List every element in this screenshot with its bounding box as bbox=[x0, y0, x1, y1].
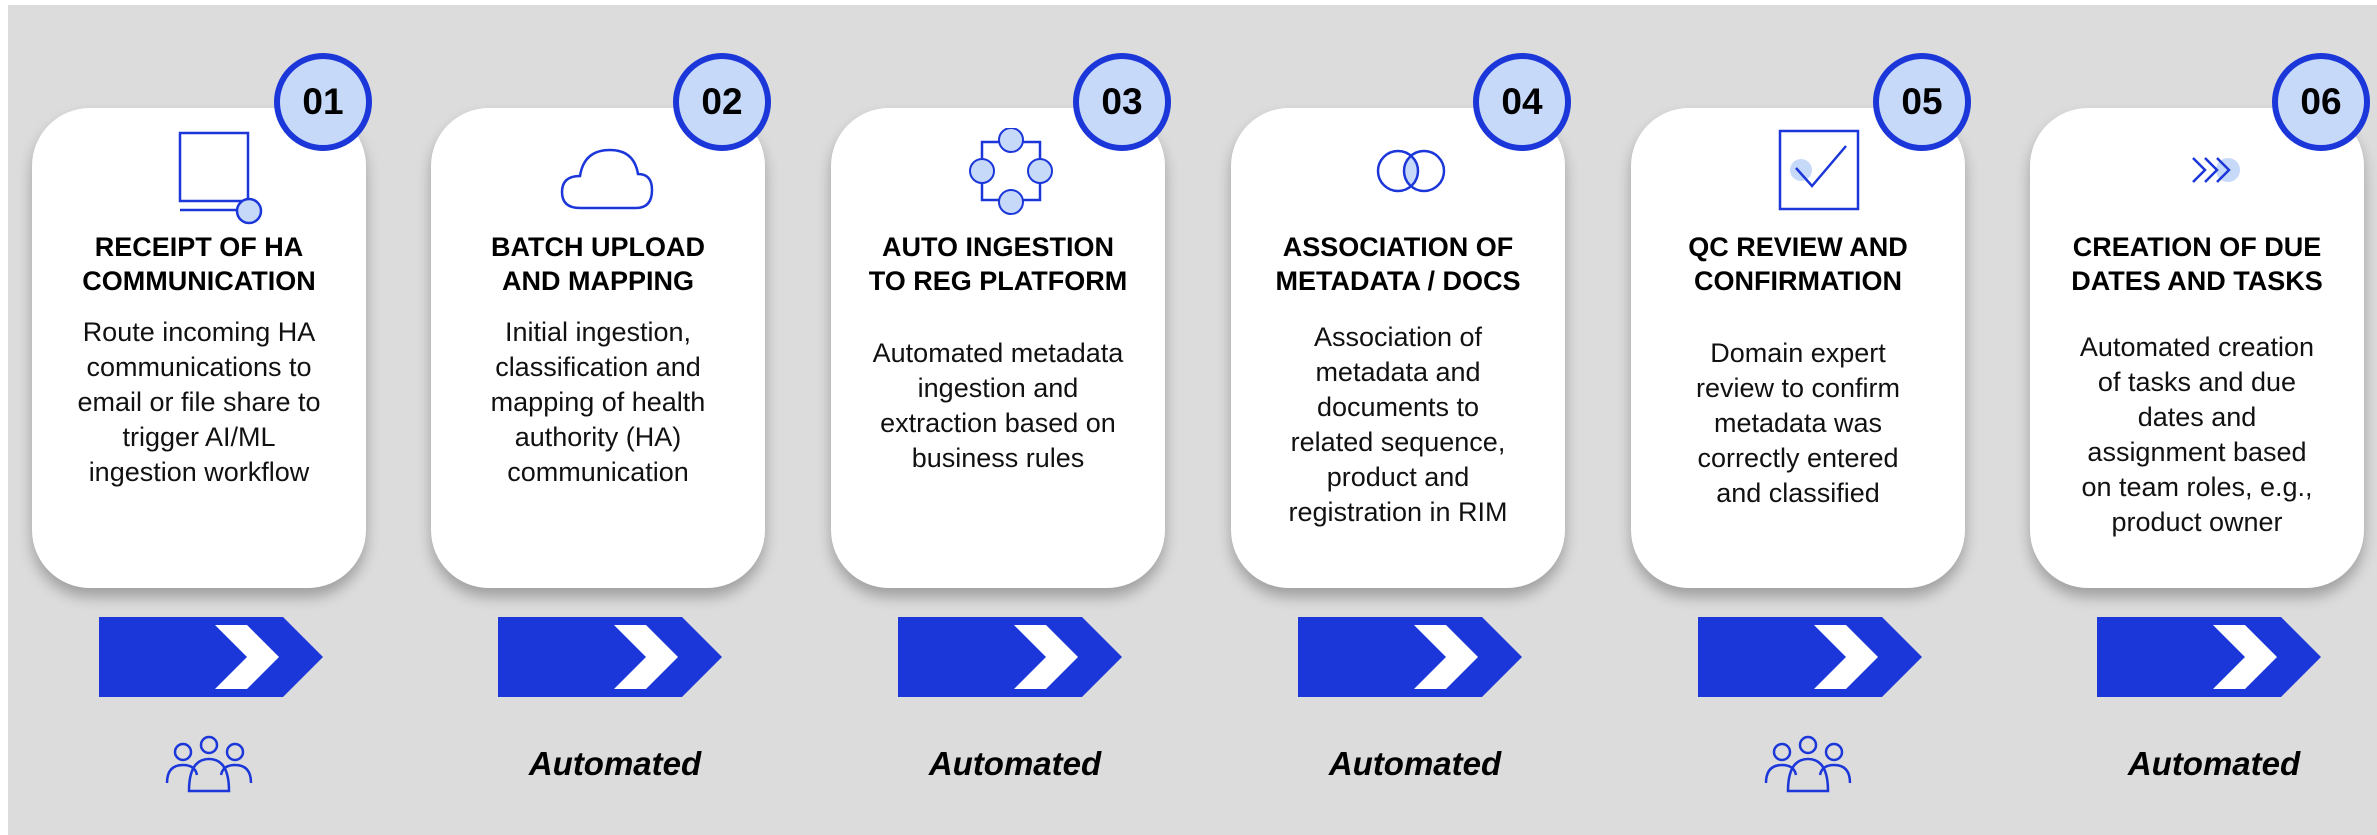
desc-line: correctly entered bbox=[1697, 443, 1899, 473]
step-title-line: AUTO INGESTION bbox=[881, 232, 1115, 262]
step-title-line: BATCH UPLOAD bbox=[491, 232, 705, 262]
arrow-right-icon bbox=[498, 617, 722, 697]
arrow-right-icon bbox=[1698, 617, 1922, 697]
step-card: ASSOCIATION OF METADATA / DOCS Associati… bbox=[1231, 108, 1565, 588]
desc-line: communication bbox=[507, 457, 689, 487]
desc-line: metadata was bbox=[1713, 408, 1883, 438]
cloud-icon bbox=[431, 128, 765, 248]
arrow-right-icon bbox=[1298, 617, 1522, 697]
desc-line: product owner bbox=[2111, 507, 2283, 537]
desc-line: Association of bbox=[1313, 322, 1483, 352]
step-6: CREATION OF DUE DATES AND TASKS Automate… bbox=[2014, 5, 2377, 835]
step-title-line: RECEIPT OF HA bbox=[94, 232, 304, 262]
step-description: Initial ingestion, classification and ma… bbox=[449, 315, 747, 490]
step-5: QC REVIEW AND CONFIRMATION Domain expert… bbox=[1615, 5, 2015, 835]
step-description: Route incoming HA communications to emai… bbox=[50, 315, 348, 490]
desc-line: ingestion and bbox=[917, 373, 1079, 403]
arrow-right-icon bbox=[99, 617, 323, 697]
desc-line: Initial ingestion, bbox=[504, 317, 692, 347]
desc-line: Domain expert bbox=[1710, 338, 1886, 368]
desc-line: classification and bbox=[495, 352, 701, 382]
linked-circles-icon bbox=[1231, 128, 1565, 248]
step-card: AUTO INGESTION TO REG PLATFORM Automated… bbox=[831, 108, 1165, 588]
step-title-line: METADATA / DOCS bbox=[1275, 266, 1521, 296]
step-number-badge: 04 bbox=[1473, 53, 1571, 151]
step-title-line: COMMUNICATION bbox=[82, 266, 316, 296]
step-card: QC REVIEW AND CONFIRMATION Domain expert… bbox=[1631, 108, 1965, 588]
step-number-badge: 02 bbox=[673, 53, 771, 151]
step-title-line: CREATION OF DUE bbox=[2072, 232, 2322, 262]
step-title-line: ASSOCIATION OF bbox=[1282, 232, 1514, 262]
step-1: RECEIPT OF HA COMMUNICATION Route incomi… bbox=[16, 5, 416, 835]
step-title: RECEIPT OF HA COMMUNICATION bbox=[42, 230, 356, 298]
mode-label: Automated bbox=[928, 745, 1102, 782]
desc-line: of tasks and due bbox=[2097, 367, 2297, 397]
desc-line: mapping of health bbox=[490, 387, 706, 417]
step-4: ASSOCIATION OF METADATA / DOCS Associati… bbox=[1215, 5, 1615, 835]
nodes-icon bbox=[831, 128, 1165, 248]
mode-label: Automated bbox=[2127, 745, 2301, 782]
mode-label: Automated bbox=[1328, 745, 1502, 782]
desc-line: on team roles, e.g., bbox=[2081, 472, 2313, 502]
step-description: Domain expert review to confirm metadata… bbox=[1649, 336, 1947, 511]
mode-label: Automated bbox=[528, 745, 702, 782]
step-card: RECEIPT OF HA COMMUNICATION Route incomi… bbox=[32, 108, 366, 588]
step-title-line: DATES AND TASKS bbox=[2071, 266, 2323, 296]
step-title: QC REVIEW AND CONFIRMATION bbox=[1641, 230, 1955, 298]
desc-line: authority (HA) bbox=[514, 422, 682, 452]
desc-line: Automated creation bbox=[2079, 332, 2315, 362]
step-title: CREATION OF DUE DATES AND TASKS bbox=[2040, 230, 2354, 298]
step-title: AUTO INGESTION TO REG PLATFORM bbox=[841, 230, 1155, 298]
desc-line: assignment based bbox=[2087, 437, 2307, 467]
step-number-badge: 06 bbox=[2272, 53, 2370, 151]
step-title-line: AND MAPPING bbox=[501, 266, 694, 296]
desc-line: business rules bbox=[911, 443, 1085, 473]
desc-line: documents to bbox=[1316, 392, 1480, 422]
step-title-line: CONFIRMATION bbox=[1694, 266, 1902, 296]
desc-line: registration in RIM bbox=[1288, 497, 1508, 527]
desc-line: trigger AI/ML bbox=[122, 422, 276, 452]
desc-line: dates and bbox=[2137, 402, 2257, 432]
step-number-badge: 01 bbox=[274, 53, 372, 151]
desc-line: Automated metadata bbox=[872, 338, 1124, 368]
screen-icon bbox=[32, 128, 366, 248]
people-icon bbox=[165, 735, 253, 793]
step-title-line: QC REVIEW AND bbox=[1688, 232, 1908, 262]
people-icon bbox=[1764, 735, 1852, 793]
chevrons-icon bbox=[2030, 128, 2364, 248]
arrow-right-icon bbox=[898, 617, 1122, 697]
step-card: CREATION OF DUE DATES AND TASKS Automate… bbox=[2030, 108, 2364, 588]
step-3: AUTO INGESTION TO REG PLATFORM Automated… bbox=[815, 5, 1215, 835]
process-diagram: RECEIPT OF HA COMMUNICATION Route incomi… bbox=[8, 5, 2377, 835]
step-number-badge: 05 bbox=[1873, 53, 1971, 151]
desc-line: metadata and bbox=[1315, 357, 1481, 387]
step-title: BATCH UPLOAD AND MAPPING bbox=[441, 230, 755, 298]
step-title-line: TO REG PLATFORM bbox=[868, 266, 1128, 296]
desc-line: ingestion workflow bbox=[88, 457, 310, 487]
checkbox-icon bbox=[1631, 128, 1965, 248]
step-2: BATCH UPLOAD AND MAPPING Initial ingesti… bbox=[415, 5, 815, 835]
desc-line: email or file share to bbox=[77, 387, 321, 417]
step-description: Automated creation of tasks and due date… bbox=[2048, 330, 2346, 540]
step-description: Association of metadata and documents to… bbox=[1249, 320, 1547, 530]
step-description: Automated metadata ingestion and extract… bbox=[849, 336, 1147, 476]
desc-line: Route incoming HA bbox=[82, 317, 316, 347]
arrow-right-icon bbox=[2097, 617, 2321, 697]
step-number-badge: 03 bbox=[1073, 53, 1171, 151]
desc-line: review to confirm bbox=[1695, 373, 1901, 403]
step-card: BATCH UPLOAD AND MAPPING Initial ingesti… bbox=[431, 108, 765, 588]
desc-line: and classified bbox=[1716, 478, 1880, 508]
step-title: ASSOCIATION OF METADATA / DOCS bbox=[1241, 230, 1555, 298]
desc-line: communications to bbox=[86, 352, 312, 382]
desc-line: extraction based on bbox=[880, 408, 1116, 438]
desc-line: product and bbox=[1326, 462, 1470, 492]
desc-line: related sequence, bbox=[1290, 427, 1506, 457]
